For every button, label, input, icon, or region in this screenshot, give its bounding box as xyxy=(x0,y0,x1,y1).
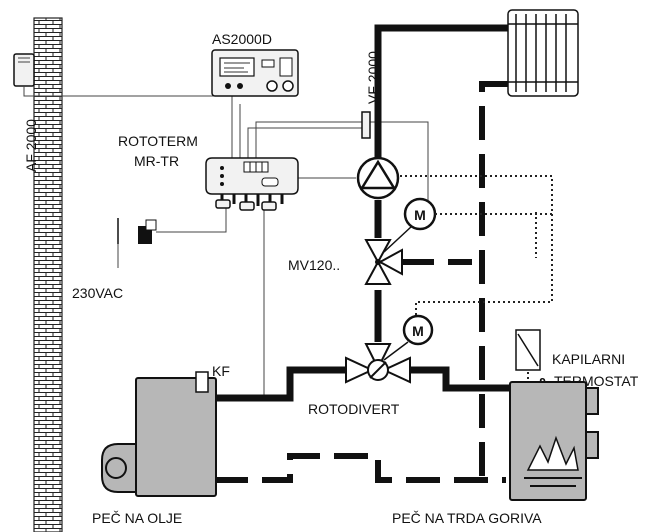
mixing-valve-label: MV120.. xyxy=(288,257,340,273)
supply-pipe xyxy=(374,24,508,158)
solid-fuel-boiler-label: PEČ NA TRDA GORIVA xyxy=(392,510,542,526)
oil-boiler-label: PEČ NA OLJE xyxy=(92,510,182,526)
rotodivert-label: ROTODIVERT xyxy=(308,401,400,417)
solid-boiler-supply-pipe xyxy=(410,366,512,392)
capillary-control-lines xyxy=(400,175,553,388)
mixing-valve-motor xyxy=(383,197,437,253)
rototerm-controller xyxy=(205,157,299,211)
rotodivert-valve xyxy=(345,343,411,384)
return-pipe xyxy=(479,81,508,476)
outside-sensor-label: AF 2000 xyxy=(23,119,39,172)
mr-tr-label: MR-TR xyxy=(134,153,179,169)
as2000d-display-unit xyxy=(211,49,299,97)
power-supply-label: 230VAC xyxy=(72,285,123,301)
capillary-thermostat-label-1: KAPILARNI xyxy=(552,351,625,367)
outside-sensor xyxy=(13,53,62,97)
diverter-valve-motor xyxy=(383,314,434,361)
oil-boiler-supply-pipe xyxy=(214,366,346,402)
mixing-motor-symbol: M xyxy=(414,207,426,223)
solid-fuel-boiler xyxy=(509,381,599,501)
control-wiring xyxy=(62,95,429,399)
oil-boiler xyxy=(101,371,217,497)
radiator xyxy=(507,9,579,97)
flow-sensor xyxy=(361,111,371,139)
rototerm-label: ROTOTERM xyxy=(118,133,198,149)
brick-wall xyxy=(33,17,63,532)
kf-sensor-label: KF xyxy=(212,363,230,379)
mixing-valve xyxy=(364,239,403,285)
circulation-pump xyxy=(356,156,400,200)
as2000d-label: AS2000D xyxy=(212,31,272,47)
power-outlet xyxy=(117,218,157,244)
boiler-return-pipe xyxy=(214,453,506,483)
diverter-motor-symbol: M xyxy=(412,323,424,339)
